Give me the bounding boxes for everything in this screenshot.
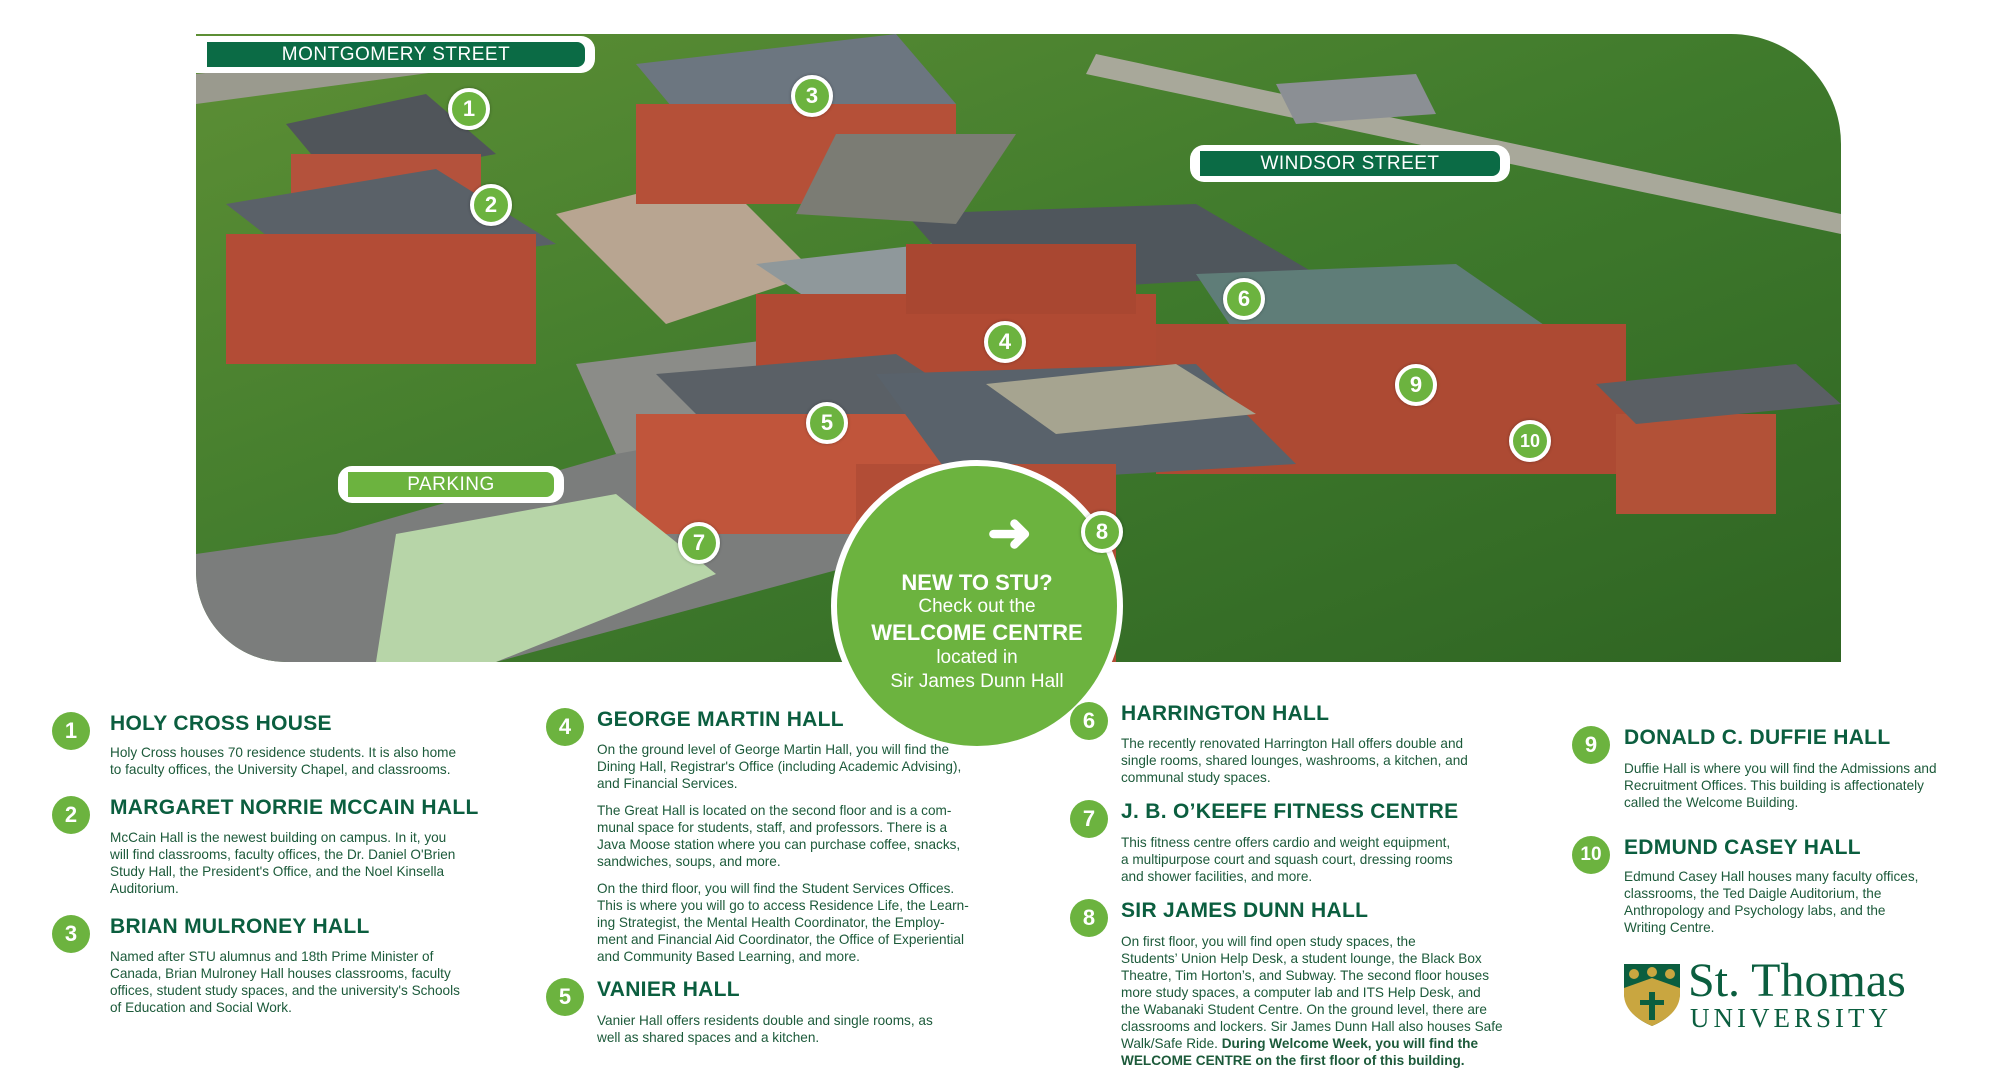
street-name: WINDSOR STREET [1200,151,1500,176]
legend-number-7: 7 [1070,800,1108,838]
welcome-line-5: Sir James Dunn Hall [890,671,1064,692]
legend-number-4: 4 [546,708,584,746]
legend-number-1: 1 [52,712,90,750]
welcome-line-3: WELCOME CENTRE [871,620,1083,645]
building-description: Named after STU alumnus and 18th Prime M… [110,949,460,1015]
building-name: HARRINGTON HALL [1121,702,1330,725]
building-description: Duffie Hall is where you will find the A… [1624,761,1937,810]
description-text: On first floor, you will find open study… [1121,934,1503,1051]
map-marker-8[interactable]: 8 [1081,511,1123,553]
legend-number-2: 2 [52,796,90,834]
windsor-street-label: WINDSOR STREET [1190,145,1510,182]
building-name: J. B. O’KEEFE FITNESS CENTRE [1121,800,1459,823]
welcome-week-note: During Welcome Week, you will find the W… [1121,1036,1479,1068]
map-marker-2[interactable]: 2 [470,184,512,226]
legend-number-8: 8 [1070,899,1108,937]
building-description-2: The Great Hall is located on the second … [597,803,961,869]
building-description: This fitness centre offers cardio and we… [1121,835,1453,884]
welcome-line-4: located in [936,647,1018,668]
building-name: SIR JAMES DUNN HALL [1121,899,1369,922]
building-name: HOLY CROSS HOUSE [110,712,332,735]
map-marker-9[interactable]: 9 [1395,364,1437,406]
building-name: VANIER HALL [597,978,740,1001]
arrow-right-icon: ➜ [987,503,1033,563]
map-marker-3[interactable]: 3 [791,75,833,117]
welcome-line-1: NEW TO STU? [901,570,1053,595]
montgomery-street-label: MONTGOMERY STREET [196,36,595,73]
street-name: MONTGOMERY STREET [207,42,585,67]
legend-number-10: 10 [1572,836,1610,874]
building-description: On first floor, you will find open study… [1121,933,1503,1069]
logo-wordmark-line-1: St. Thomas [1688,954,1906,1007]
map-marker-6[interactable]: 6 [1223,278,1265,320]
building-name: BRIAN MULRONEY HALL [110,915,370,938]
campus-aerial-photo [196,34,1841,662]
logo-wordmark-line-2: UNIVERSITY [1690,1003,1892,1033]
st-thomas-university-logo: St. Thomas UNIVERSITY [1622,956,1912,1034]
building-description: Holy Cross houses 70 residence students.… [110,745,457,777]
map-marker-10[interactable]: 10 [1509,420,1551,462]
legend-number-3: 3 [52,915,90,953]
building-description: McCain Hall is the newest building on ca… [110,830,456,896]
building-description-3: On the third floor, you will find the St… [597,881,969,964]
map-marker-1[interactable]: 1 [448,88,490,130]
parking-name: PARKING [348,472,554,497]
welcome-centre-callout: ➜ NEW TO STU? Check out the WELCOME CENT… [831,460,1123,752]
building-name: GEORGE MARTIN HALL [597,708,844,731]
building-description: On the ground level of George Martin Hal… [597,742,962,791]
building-description: Edmund Casey Hall houses many faculty of… [1624,869,1919,935]
building-name: EDMUND CASEY HALL [1624,836,1861,859]
building-description: The recently renovated Harrington Hall o… [1121,736,1468,785]
legend-number-6: 6 [1070,702,1108,740]
crest-shield-icon [1624,964,1680,1026]
welcome-line-2: Check out the [918,596,1036,617]
map-marker-5[interactable]: 5 [806,402,848,444]
map-marker-4[interactable]: 4 [984,321,1026,363]
legend-number-9: 9 [1572,726,1610,764]
map-marker-7[interactable]: 7 [678,522,720,564]
parking-label: PARKING [338,466,564,503]
legend-number-5: 5 [546,978,584,1016]
building-description: Vanier Hall offers residents double and … [597,1013,933,1045]
aerial-illustration [196,34,1841,662]
building-name: MARGARET NORRIE MCCAIN HALL [110,796,479,819]
building-name: DONALD C. DUFFIE HALL [1624,726,1891,749]
